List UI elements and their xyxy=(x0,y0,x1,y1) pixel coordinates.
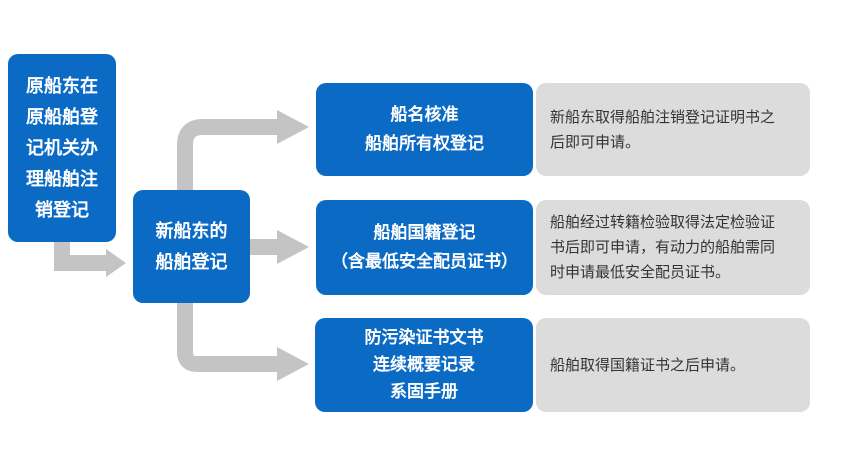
name-approval-note-line: 新船东取得船舶注销登记证明书之 xyxy=(550,107,776,126)
arrowhead-to-nationality xyxy=(277,230,309,264)
nationality-text: 船舶国籍登记 （含最低安全配员证书） xyxy=(331,219,518,277)
nationality-line: 船舶国籍登记 xyxy=(373,222,476,243)
connector-original-to-new xyxy=(54,242,112,271)
original-owner-line: 原船东在 xyxy=(26,75,98,97)
nationality-note-line: 船舶经过转籍检验取得法定检验证 xyxy=(550,213,776,231)
arrowhead-to-name-approval xyxy=(277,110,309,144)
pollution-line: 系固手册 xyxy=(390,381,458,402)
nationality-note-text: 船舶经过转籍检验取得法定检验证 书后即可申请，有动力的船舶需同 时申请最低安全配… xyxy=(550,210,775,285)
name-approval-note-text: 新船东取得船舶注销登记证明书之 后即可申请。 xyxy=(550,105,775,155)
original-owner-line: 销登记 xyxy=(35,199,89,221)
name-approval-ownership-step: 船名核准 船舶所有权登记 xyxy=(316,83,533,176)
new-owner-line: 新船东的 xyxy=(155,220,228,242)
arrowhead-to-pollution xyxy=(277,347,309,381)
pollution-line: 连续概要记录 xyxy=(373,354,475,375)
new-owner-line: 船舶登记 xyxy=(155,251,228,273)
nationality-registration-step: 船舶国籍登记 （含最低安全配员证书） xyxy=(316,200,533,295)
nationality-note-line: 书后即可申请，有动力的船舶需同 xyxy=(550,238,776,256)
original-owner-text: 原船东在 原船舶登 记机关办 理船舶注 销登记 xyxy=(26,71,98,226)
original-owner-line: 理船舶注 xyxy=(26,168,98,190)
pollution-note: 船舶取得国籍证书之后申请。 xyxy=(536,318,810,412)
name-approval-line: 船舶所有权登记 xyxy=(365,133,484,154)
arrowhead-to-new-owner xyxy=(106,249,126,277)
nationality-note-line: 时申请最低安全配员证书。 xyxy=(550,263,731,281)
original-owner-step: 原船东在 原船舶登 记机关办 理船舶注 销登记 xyxy=(8,54,116,242)
name-approval-note-line: 后即可申请。 xyxy=(550,132,641,151)
connector-new-to-name-approval xyxy=(177,119,283,190)
original-owner-line: 原船舶登 xyxy=(26,106,98,128)
new-owner-text: 新船东的 船舶登记 xyxy=(156,216,228,278)
nationality-note: 船舶经过转籍检验取得法定检验证 书后即可申请，有动力的船舶需同 时申请最低安全配… xyxy=(536,200,810,295)
name-approval-line: 船名核准 xyxy=(390,104,459,125)
pollution-note-line: 船舶取得国籍证书之后申请。 xyxy=(550,355,746,374)
new-owner-registration-step: 新船东的 船舶登记 xyxy=(133,190,250,303)
original-owner-line: 记机关办 xyxy=(26,137,98,159)
nationality-line: （含最低安全配员证书） xyxy=(331,251,518,272)
name-approval-note: 新船东取得船舶注销登记证明书之 后即可申请。 xyxy=(536,83,810,176)
pollution-text: 防污染证书文书 连续概要记录 系固手册 xyxy=(365,325,484,406)
name-approval-text: 船名核准 船舶所有权登记 xyxy=(365,101,484,159)
pollution-documents-step: 防污染证书文书 连续概要记录 系固手册 xyxy=(315,318,533,412)
pollution-note-text: 船舶取得国籍证书之后申请。 xyxy=(550,353,745,378)
pollution-line: 防污染证书文书 xyxy=(364,327,484,348)
connector-new-to-pollution xyxy=(177,303,283,372)
